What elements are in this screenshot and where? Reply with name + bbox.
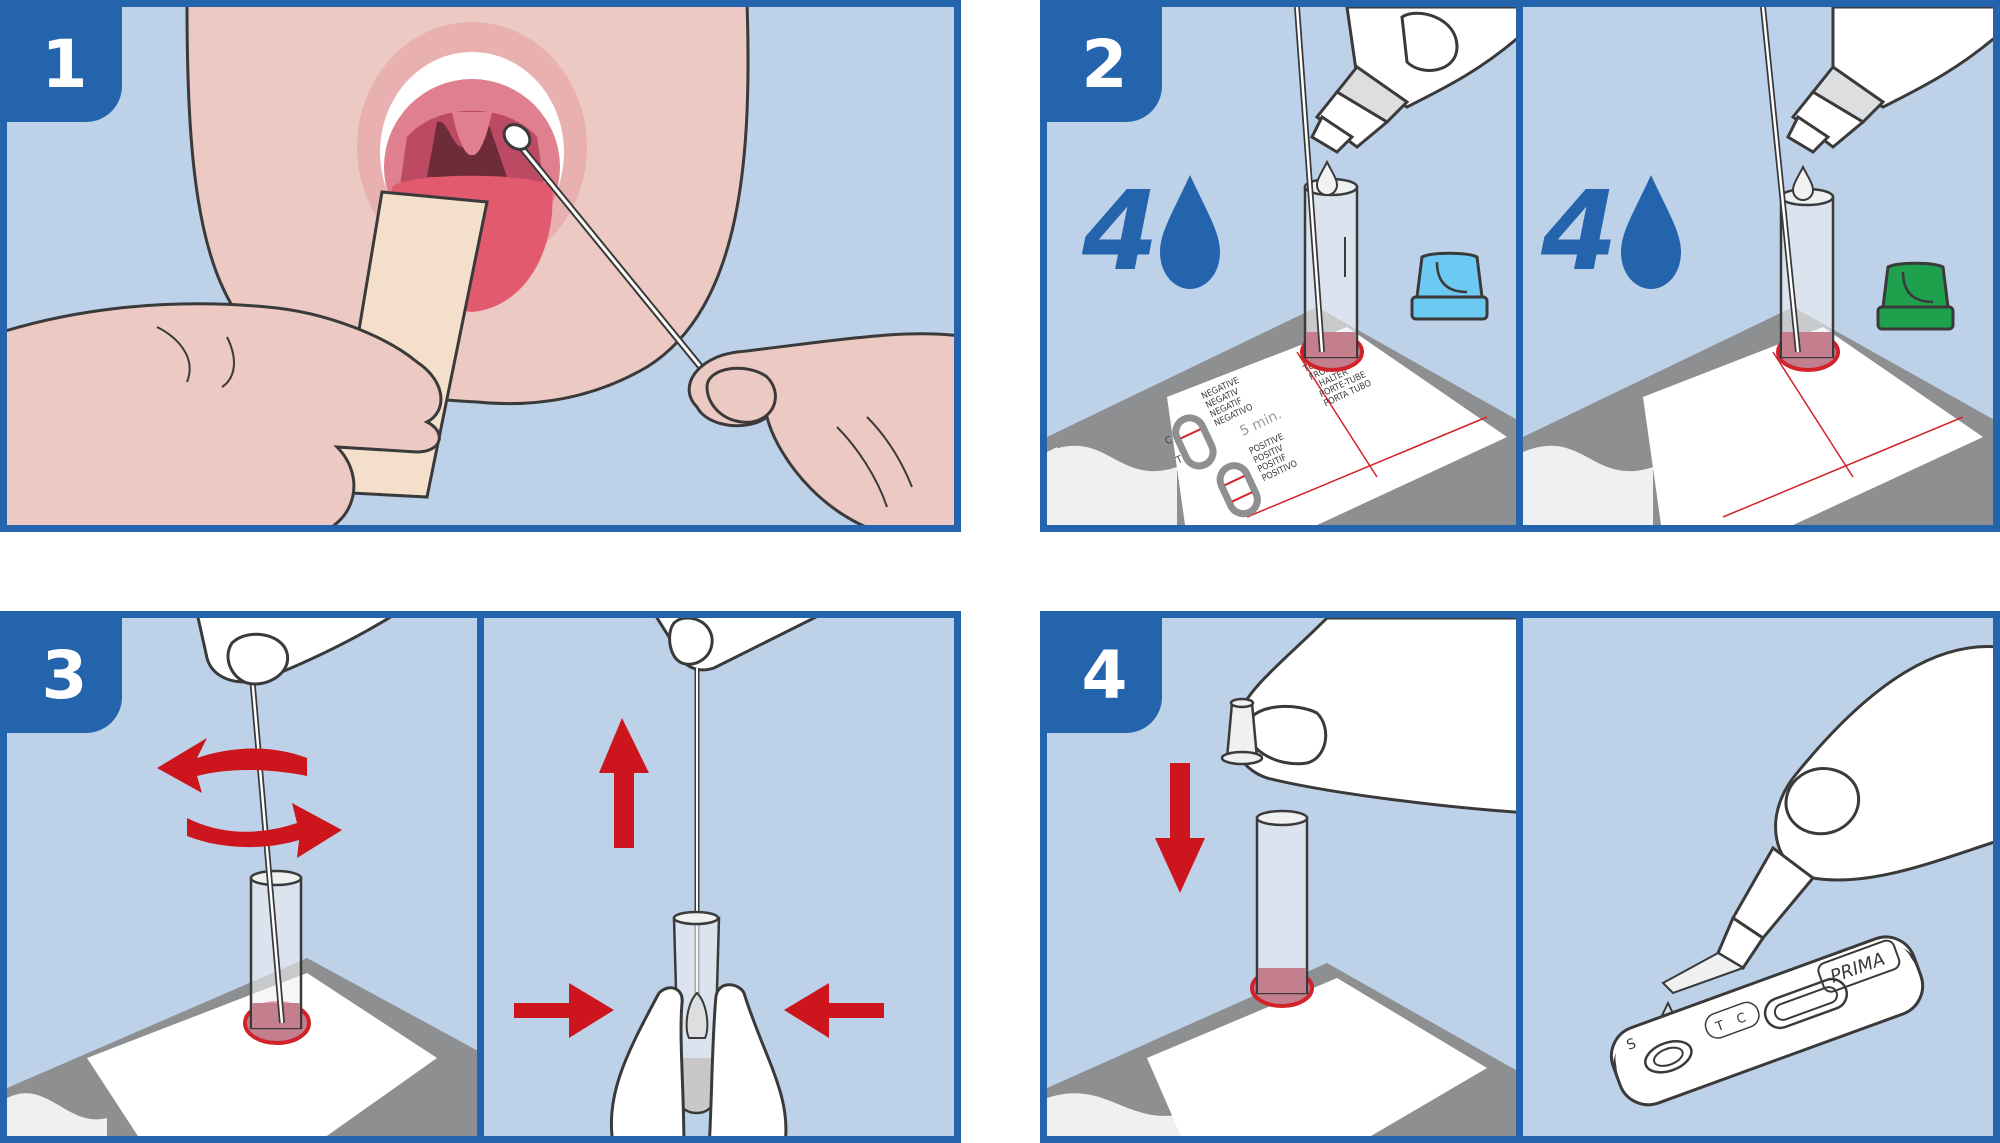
apply-sample-illustration: S T C PRIMA [1609, 645, 1993, 1107]
tube-icon [1255, 809, 1309, 995]
fingers-icon [610, 983, 788, 1136]
step-number-badge: 2 [1047, 7, 1162, 122]
step-2-panel-b: 4 [1516, 0, 2000, 532]
step-number-badge: 1 [7, 7, 122, 122]
tube-stand-card [1523, 307, 1993, 525]
c-label: C [1164, 435, 1174, 448]
squeeze-arrows-icon [514, 983, 884, 1038]
add-drops-illustration: 4 C T NEGATIVE NEGATIV NEGATIF NEG [1047, 7, 1516, 525]
tube-stand-card [7, 958, 477, 1136]
step-2-panel-a: 2 4 C T NEGATIVE NEGATIV NEGATIF [1040, 0, 1523, 532]
step-number: 2 [1081, 26, 1128, 103]
cap-icon [1410, 251, 1489, 321]
step-3-panel-b [477, 611, 961, 1143]
hand-icon [196, 618, 392, 686]
swab-icon [502, 123, 720, 390]
cap-icon [1876, 261, 1955, 331]
rotate-swab-illustration [7, 618, 477, 1136]
drop-icon [1160, 175, 1220, 289]
squeeze-swab-illustration [514, 618, 884, 1136]
tube-stand-card [1047, 963, 1516, 1136]
arrow-down-icon [1155, 763, 1205, 893]
hand-icon [655, 618, 818, 672]
dropper-bottle-icon [1661, 845, 1816, 995]
hand-icon [1231, 618, 1516, 814]
dropper-tip-icon [1220, 697, 1264, 766]
test-cassette-icon: S T C PRIMA [1609, 935, 1925, 1107]
attach-dropper-illustration [1047, 618, 1516, 1136]
step-number: 1 [41, 26, 88, 103]
drop-icon [1315, 159, 1339, 197]
drop-count: 4 [1081, 167, 1159, 295]
step-3-panel-a: 3 [0, 611, 484, 1143]
tube-stand-card: C T NEGATIVE NEGATIV NEGATIF NEGATIVO 5 … [1047, 307, 1516, 525]
hand-icon [1774, 645, 1993, 882]
step-1-panel: 1 [0, 0, 961, 532]
drop-icon [1791, 164, 1815, 202]
dropper-bottle-icon [1310, 7, 1516, 154]
step-number-badge: 4 [1047, 618, 1162, 733]
drop-icon [1621, 175, 1681, 289]
step-4-panel-a: 4 [1040, 611, 1523, 1143]
swab-tip-icon [685, 991, 709, 1039]
step-4-panel-b: S T C PRIMA [1516, 611, 2000, 1143]
step-number: 4 [1081, 637, 1128, 714]
left-hand-icon [7, 302, 443, 525]
add-drops-illustration: 4 [1523, 7, 1993, 525]
step-number-badge: 3 [7, 618, 122, 733]
right-hand-icon [687, 332, 954, 525]
throat-swab-illustration [7, 7, 954, 525]
arrow-up-icon [599, 718, 649, 848]
dropper-bottle-icon [1786, 7, 1993, 154]
step-number: 3 [41, 637, 88, 714]
t-label: T [1174, 454, 1185, 467]
drop-count: 4 [1540, 167, 1618, 295]
rotate-arrows-icon [157, 738, 342, 858]
